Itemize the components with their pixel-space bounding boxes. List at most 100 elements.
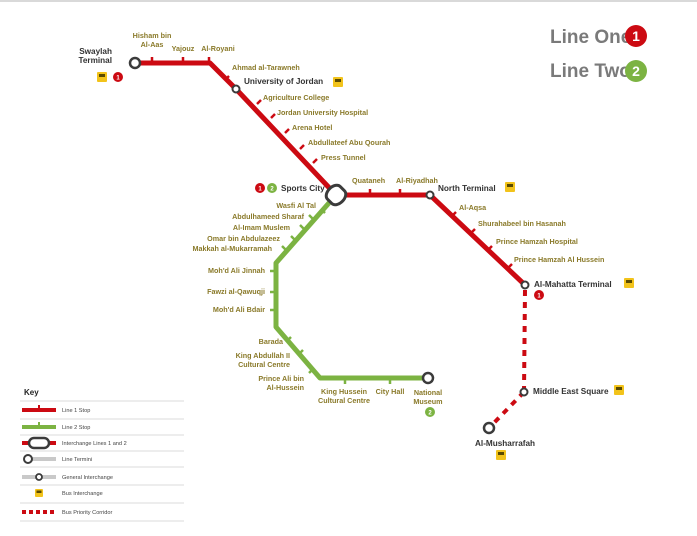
bus-icon xyxy=(624,278,634,288)
interchange-middle-east-square xyxy=(519,387,529,397)
stop-tick-omar xyxy=(290,235,296,241)
svg-text:1: 1 xyxy=(632,28,640,44)
key-item-line1-stop: Line 1 Stop xyxy=(22,405,90,414)
label-north-terminal: North Terminal xyxy=(438,184,496,193)
svg-text:Interchange Lines 1 and 2: Interchange Lines 1 and 2 xyxy=(62,441,127,447)
stop-tick-hamzah-hospital xyxy=(487,245,493,251)
interchange-sports-city xyxy=(324,183,348,207)
stop-tick-muslem xyxy=(299,224,305,230)
svg-text:1: 1 xyxy=(537,293,541,299)
label-agriculture-college: Agriculture College xyxy=(263,93,329,102)
label-city-hall: City Hall xyxy=(376,387,405,396)
label-university-of-jordan: University of Jordan xyxy=(244,77,323,86)
stop-tick-makkah xyxy=(281,245,287,251)
line-badge-1: 1 xyxy=(113,72,123,82)
label-ahmad-al-tarawneh: Ahmad al-Tarawneh xyxy=(232,63,300,72)
bus-icon xyxy=(505,182,515,192)
key-item-general-interchange: General Interchange xyxy=(22,473,113,481)
line-badge-1: 1 xyxy=(534,290,544,300)
label-al-aqsa: Al-Aqsa xyxy=(459,203,487,212)
label-yajouz: Yajouz xyxy=(172,44,195,53)
svg-text:2: 2 xyxy=(632,63,640,79)
key-title: Key xyxy=(24,388,39,397)
line-two-track xyxy=(273,193,428,381)
stop-tick-barada xyxy=(286,336,292,342)
bus-icon xyxy=(614,385,624,395)
stop-tick-arena xyxy=(284,128,290,134)
stop-tick-abuqourah xyxy=(299,144,305,150)
bus-icon xyxy=(97,72,107,82)
line-badge-2: 2 xyxy=(267,183,277,193)
svg-text:Line 2 Stop: Line 2 Stop xyxy=(62,425,90,431)
label-barada: Barada xyxy=(259,337,284,346)
interchange-mahatta xyxy=(520,280,530,290)
svg-text:Line Termini: Line Termini xyxy=(62,457,92,463)
label-press-tunnel: Press Tunnel xyxy=(321,153,366,162)
bus-priority-corridor xyxy=(522,289,527,393)
stop-tick-shurahabeel xyxy=(470,228,476,234)
label-omar-bin-abdulazeez: Omar bin Abdulazeez xyxy=(207,234,280,243)
stop-tick-agriculture xyxy=(256,99,262,105)
bus-icon xyxy=(496,450,506,460)
key-item-line2-stop: Line 2 Stop xyxy=(22,422,90,431)
legend-line-two-badge: 2 xyxy=(625,60,647,82)
stop-tick-hamzah-hussein xyxy=(507,263,513,269)
terminus-swaylah xyxy=(128,56,142,70)
label-abdulhameed-sharaf: Abdulhameed Sharaf xyxy=(232,212,304,221)
svg-text:2: 2 xyxy=(428,410,432,416)
interchange-north-terminal xyxy=(425,190,435,200)
svg-text:Bus Interchange: Bus Interchange xyxy=(62,491,103,497)
stop-tick-sharaf xyxy=(308,214,314,220)
line-two-stop-ticks xyxy=(270,208,392,384)
line-one-track xyxy=(135,60,527,287)
label-fawzi-al-qawuqji: Fawzi al-Qawuqji xyxy=(207,287,265,296)
line-badge-1: 1 xyxy=(255,183,265,193)
stop-tick-tarawneh xyxy=(224,75,230,81)
key-item-bus-priority-corridor: Bus Priority Corridor xyxy=(22,510,112,516)
bus-icon xyxy=(333,77,343,87)
label-makkah-al-mukarramah: Makkah al-Mukarramah xyxy=(193,244,273,253)
key-item-line-termini: Line Termini xyxy=(23,454,92,464)
line-badge-2: 2 xyxy=(425,407,435,417)
stop-tick-kingabdullah xyxy=(298,349,304,355)
svg-text:General Interchange: General Interchange xyxy=(62,475,113,481)
label-prince-hamzah-al-hussein: Prince Hamzah Al Hussein xyxy=(514,255,604,264)
terminus-musharrafah xyxy=(482,421,496,435)
legend-line-one-badge: 1 xyxy=(625,25,647,47)
label-prince-hamzah-hospital: Prince Hamzah Hospital xyxy=(496,237,578,246)
stop-tick-aqsa xyxy=(451,211,457,217)
svg-text:Bus Priority Corridor: Bus Priority Corridor xyxy=(62,510,112,516)
bus-priority-corridor-2 xyxy=(487,390,526,430)
legend-line-one-label: Line One xyxy=(550,27,631,48)
label-wasfi-al-tal: Wasfi Al Tal xyxy=(276,201,316,210)
svg-text:1: 1 xyxy=(258,186,262,192)
label-mohd-ali-bdair: Moh'd Ali Bdair xyxy=(213,305,265,314)
label-mohd-ali-jinnah: Moh'd Ali Jinnah xyxy=(208,266,265,275)
map-key: Key Line 1 Stop Line 2 Stop Interchange … xyxy=(20,388,184,522)
stop-tick-wasfi xyxy=(320,208,326,214)
svg-text:2: 2 xyxy=(270,186,274,192)
interchange-university-of-jordan xyxy=(231,84,241,94)
terminus-national-museum xyxy=(421,371,435,385)
stop-tick-juh xyxy=(270,113,276,119)
stop-tick-press xyxy=(312,158,318,164)
label-middle-east-square: Middle East Square xyxy=(533,387,609,396)
svg-text:Line 1 Stop: Line 1 Stop xyxy=(62,408,90,414)
label-al-royani: Al-Royani xyxy=(201,44,235,53)
label-arena-hotel: Arena Hotel xyxy=(292,123,332,132)
label-quataneh: Quataneh xyxy=(352,176,385,185)
label-al-riyadhah: Al-Riyadhah xyxy=(396,176,438,185)
svg-text:1: 1 xyxy=(116,75,120,81)
top-divider xyxy=(0,0,697,2)
label-jordan-university-hospital: Jordan University Hospital xyxy=(277,108,368,117)
label-mahatta-terminal: Al-Mahatta Terminal xyxy=(534,280,612,289)
line-one-stop-ticks xyxy=(150,57,513,269)
label-sports-city: Sports City xyxy=(281,184,325,193)
key-item-bus-interchange: Bus Interchange xyxy=(35,489,103,497)
